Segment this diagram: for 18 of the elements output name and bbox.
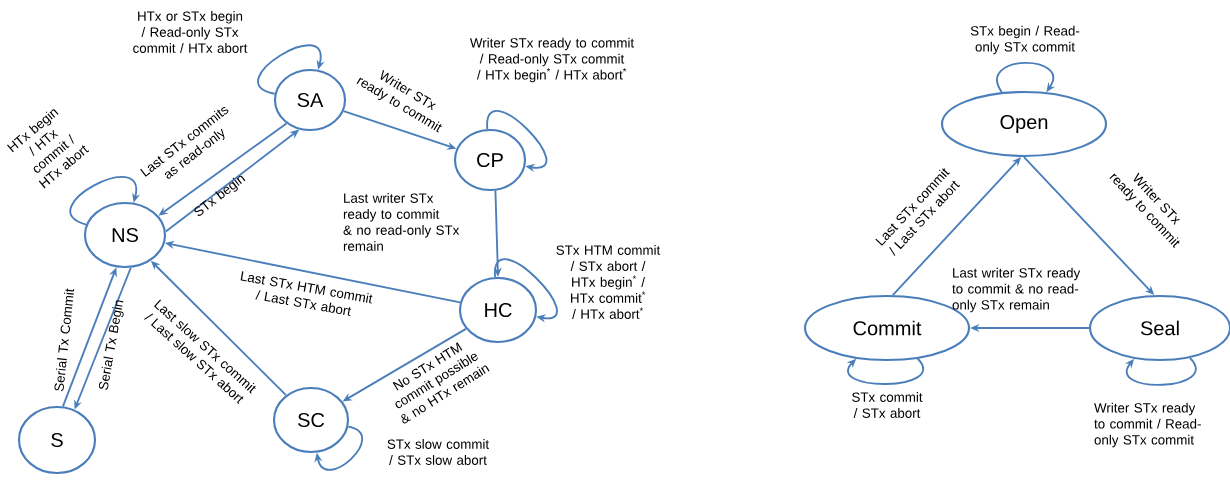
arrow: [1124, 357, 1197, 386]
edge-label: STx commit / STx abort: [852, 392, 923, 418]
arrow: [846, 357, 924, 385]
edge-label: Serial Tx Begin: [98, 300, 124, 390]
edge-label: Serial Tx Commit: [54, 288, 75, 392]
arrow: [69, 176, 141, 226]
edge-label: Writer STx ready to commit / Read-only STx commit: [1094, 402, 1201, 448]
arrow: [996, 61, 1056, 94]
arrow: [486, 110, 547, 172]
arrow: [494, 258, 558, 323]
edge-label: HTx or STx begin / Read-only STx commit / HTx abort: [133, 11, 248, 53]
edge-label: STx slow commit / STx slow abort: [387, 439, 489, 465]
edge-label: STx begin / Read-only STx commit: [970, 25, 1080, 55]
edge-label: Last writer STx ready to commit & no read-only STx remain: [343, 193, 460, 251]
edge-label: STx HTM commit / STx abort / HTx begin$^{*}$ / HTx commit$^{*}$ / HTx abort$^{*}$: [556, 245, 661, 319]
edge-label: Last STx HTM commit / Last STx abort: [240, 271, 373, 316]
edge-label: Writer STx ready to commit / Read-only STx commit / HTx begin$^{*}$ / HTx abort$^{*}$: [469, 37, 634, 83]
arrow: [257, 44, 325, 95]
